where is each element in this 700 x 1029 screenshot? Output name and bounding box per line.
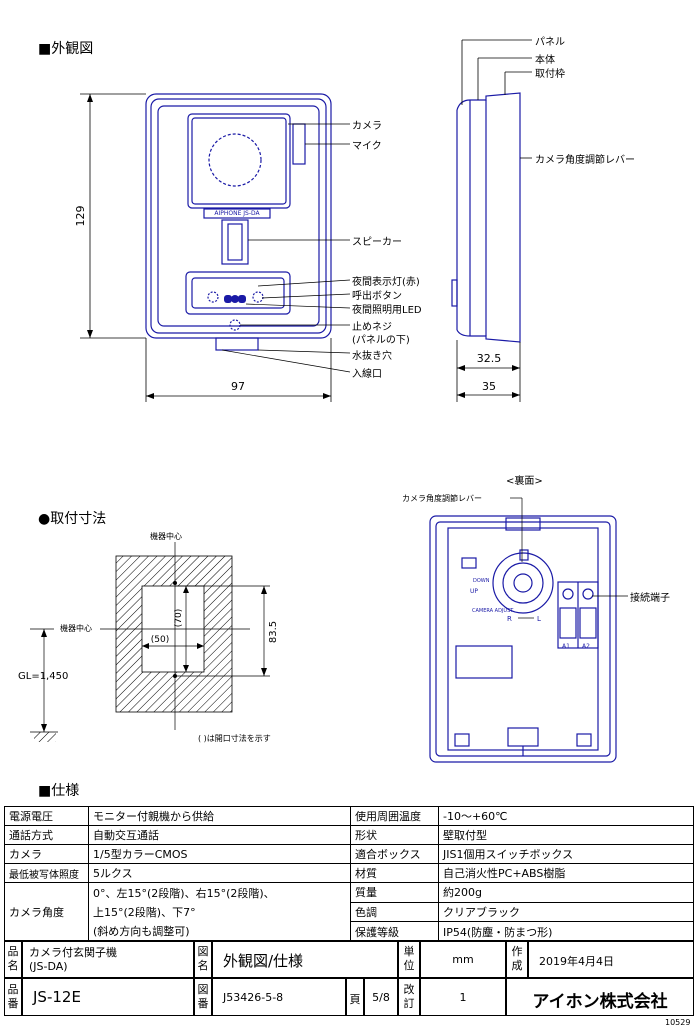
screw-label: 止めネジ xyxy=(352,322,392,333)
spec-cell: IP54(防塵・防まつ形) xyxy=(438,921,694,942)
drawing-number: J53426-5-8 xyxy=(212,978,346,1016)
spec-cell: クリアブラック xyxy=(438,901,694,923)
spec-cell: 使用周囲温度 xyxy=(350,806,439,826)
spec-cell: 通話方式 xyxy=(4,825,89,845)
lever-label: カメラ角度調節レバー xyxy=(535,155,635,166)
name-header: 品名 xyxy=(4,940,22,978)
product-name: カメラ付玄関子機 xyxy=(29,946,117,959)
revision-header: 改訂 xyxy=(398,978,420,1016)
spec-cell: 5ルクス xyxy=(88,863,351,883)
dim-pitch: 83.5 xyxy=(268,621,279,643)
brand-plate: AIPHONE JS-DA xyxy=(214,210,260,217)
a1-label: A1 xyxy=(562,643,570,650)
call-button-label: 呼出ボタン xyxy=(352,291,402,302)
page-header: 頁 xyxy=(346,978,364,1016)
spec-cell: 色調 xyxy=(350,901,439,923)
cable-label: 入線口 xyxy=(352,369,382,380)
spec-cell: 質量 xyxy=(350,882,439,903)
terminal-label: 接続端子 xyxy=(630,593,670,604)
night-lamp-label: 夜間表示灯(赤) xyxy=(352,277,420,288)
center-top-label: 機器中心 xyxy=(150,532,182,541)
made-date: 2019年4月4日 xyxy=(528,940,694,978)
up-label: UP xyxy=(470,588,478,595)
page-value: 5/8 xyxy=(364,978,398,1016)
spec-cell: JIS1個用スイッチボックス xyxy=(438,844,694,864)
company-name: アイホン株式会社 xyxy=(506,978,694,1016)
revision-value: 1 xyxy=(420,978,506,1016)
product-model: (JS-DA) xyxy=(29,960,68,973)
spec-cell: -10～+60℃ xyxy=(438,806,694,826)
section-external-view: ■外観図 xyxy=(38,41,94,57)
angle-line-1: 0°、左15°(2段階)、右15°(2段階)、 xyxy=(93,887,275,900)
panel-label: パネル xyxy=(535,37,565,48)
section-spec: ■仕様 xyxy=(38,783,80,799)
spec-cell: モニター付親機から供給 xyxy=(88,806,351,826)
spec-cell: 最低被写体照度 xyxy=(4,863,89,883)
spec-cell: 約200g xyxy=(438,882,694,903)
spec-cell: カメラ xyxy=(4,844,89,864)
figure-header: 図名 xyxy=(194,940,212,978)
spec-cell: 保護等級 xyxy=(350,921,439,942)
spec-cell: 形状 xyxy=(350,825,439,845)
product-number: JS-12E xyxy=(22,978,194,1016)
body-label: 本体 xyxy=(535,55,555,66)
dim-depth2: 35 xyxy=(482,380,496,393)
dim-open-h: (70) xyxy=(174,609,184,627)
spec-cell: 自己消火性PC+ABS樹脂 xyxy=(438,863,694,883)
dim-depth1: 32.5 xyxy=(477,352,502,365)
spec-cell: カメラ角度 xyxy=(4,882,89,942)
unit-value: mm xyxy=(420,940,506,978)
number-header: 品番 xyxy=(4,978,22,1016)
table-row: 電源電圧モニター付親機から供給 使用周囲温度-10～+60℃ xyxy=(4,806,694,826)
dim-height: 129 xyxy=(74,206,87,227)
l-label: L xyxy=(537,615,541,623)
back-lever-label: カメラ角度調節レバー xyxy=(402,494,482,503)
screw-note: (パネルの下) xyxy=(352,335,410,346)
spec-cell: 材質 xyxy=(350,863,439,883)
camera-adjust-label: CAMERA ADJUST xyxy=(472,608,514,614)
r-label: R xyxy=(507,615,512,623)
mic-label: マイク xyxy=(352,141,382,152)
unit-header: 単位 xyxy=(398,940,420,978)
section-mounting: ●取付寸法 xyxy=(38,511,107,527)
table-row: カメラ角度 0°、左15°(2段階)、右15°(2段階)、 上15°(2段階)、… xyxy=(4,882,694,942)
mounting-diagram xyxy=(30,542,270,742)
back-view xyxy=(429,515,617,763)
back-title: <裏面> xyxy=(506,476,543,487)
angle-line-3: (斜め方向も調整可) xyxy=(93,925,190,938)
spec-cell: 適合ボックス xyxy=(350,844,439,864)
dim-width: 97 xyxy=(231,380,245,393)
night-led-label: 夜間照明用LED xyxy=(352,305,422,316)
spec-table: 電源電圧モニター付親機から供給 使用周囲温度-10～+60℃ 通話方式自動交互通… xyxy=(4,806,694,942)
drain-label: 水抜き穴 xyxy=(352,351,392,362)
speaker-label: スピーカー xyxy=(352,237,402,248)
dim-open-w: (50) xyxy=(151,635,169,645)
drawing-header: 図番 xyxy=(194,978,212,1016)
footer-code: 10529 xyxy=(665,1018,691,1027)
mount-note: ( )は開口寸法を示す xyxy=(198,734,271,743)
spec-cell: 0°、左15°(2段階)、右15°(2段階)、 上15°(2段階)、下7° (斜… xyxy=(88,882,351,942)
front-view xyxy=(145,93,332,351)
down-label: DOWN xyxy=(473,578,490,584)
spec-cell: 自動交互通話 xyxy=(88,825,351,845)
camera-label: カメラ xyxy=(352,121,382,132)
figure-name: 外観図/仕様 xyxy=(212,940,398,978)
spec-cell: 壁取付型 xyxy=(438,825,694,845)
spec-cell: 1/5型カラーCMOS xyxy=(88,844,351,864)
a2-label: A2 xyxy=(582,643,590,650)
angle-line-2: 上15°(2段階)、下7° xyxy=(93,906,196,919)
made-header: 作成 xyxy=(506,940,528,978)
center-left-label: 機器中心 xyxy=(60,624,92,633)
side-view xyxy=(451,92,521,343)
spec-cell: 電源電圧 xyxy=(4,806,89,826)
table-row: 通話方式自動交互通話 形状壁取付型 xyxy=(4,825,694,845)
frame-label: 取付枠 xyxy=(535,69,565,80)
product-name-cell: カメラ付玄関子機 (JS-DA) xyxy=(22,940,194,978)
gl-label: GL=1,450 xyxy=(18,671,69,682)
